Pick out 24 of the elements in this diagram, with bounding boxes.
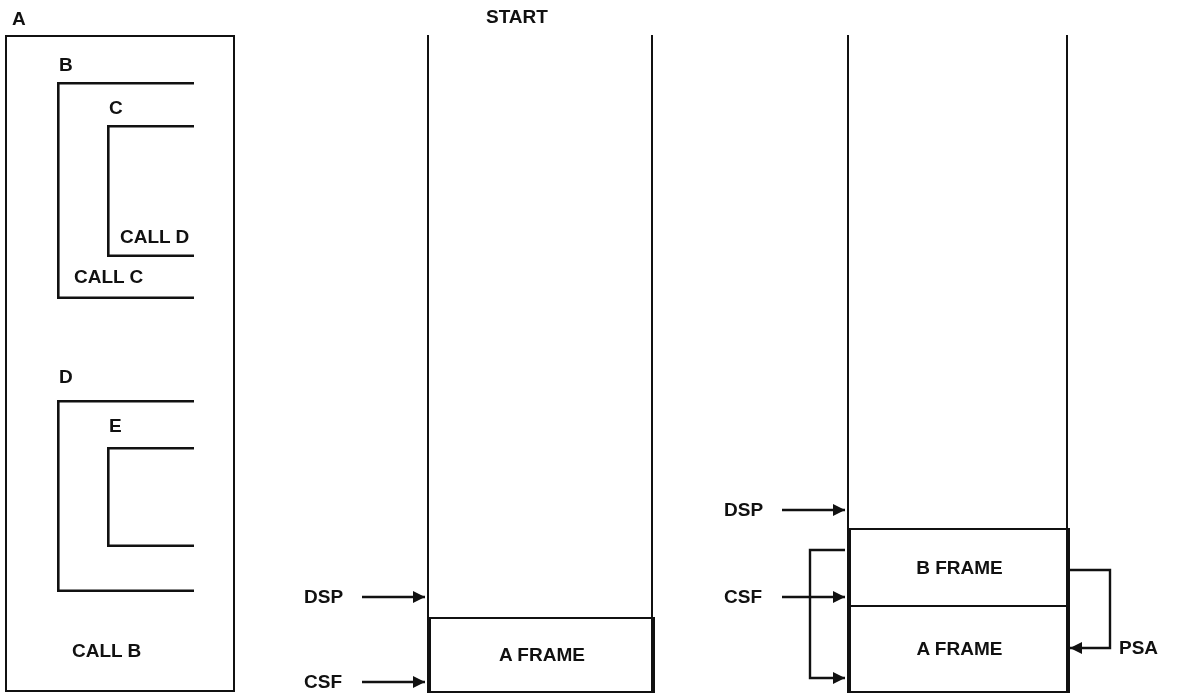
arrow — [362, 591, 425, 603]
arrow — [362, 676, 425, 688]
arrow — [808, 548, 845, 684]
call-statement: CALL C — [74, 266, 144, 288]
arrow — [782, 591, 845, 603]
block-label: D — [59, 366, 73, 388]
stack-heading: START — [486, 6, 548, 28]
arrow — [782, 504, 845, 516]
arrow — [1070, 568, 1112, 654]
block-label: B — [59, 54, 73, 76]
pointer-label: CSF — [724, 586, 780, 608]
block-label: E — [109, 415, 122, 437]
pointer-label: DSP — [724, 499, 780, 521]
stack-frame: A FRAME — [429, 617, 655, 693]
call-statement: CALL B — [72, 640, 142, 662]
pointer-label: CSF — [304, 671, 360, 693]
stack-frame: A FRAME — [849, 605, 1070, 693]
call-statement: CALL D — [120, 226, 190, 248]
pointer-label: DSP — [304, 586, 360, 608]
pointer-label: PSA — [1119, 637, 1169, 659]
block-label: C — [109, 97, 123, 119]
stack-frame: B FRAME — [849, 528, 1070, 607]
block-label: A — [12, 8, 26, 30]
stack-column — [847, 35, 1068, 693]
